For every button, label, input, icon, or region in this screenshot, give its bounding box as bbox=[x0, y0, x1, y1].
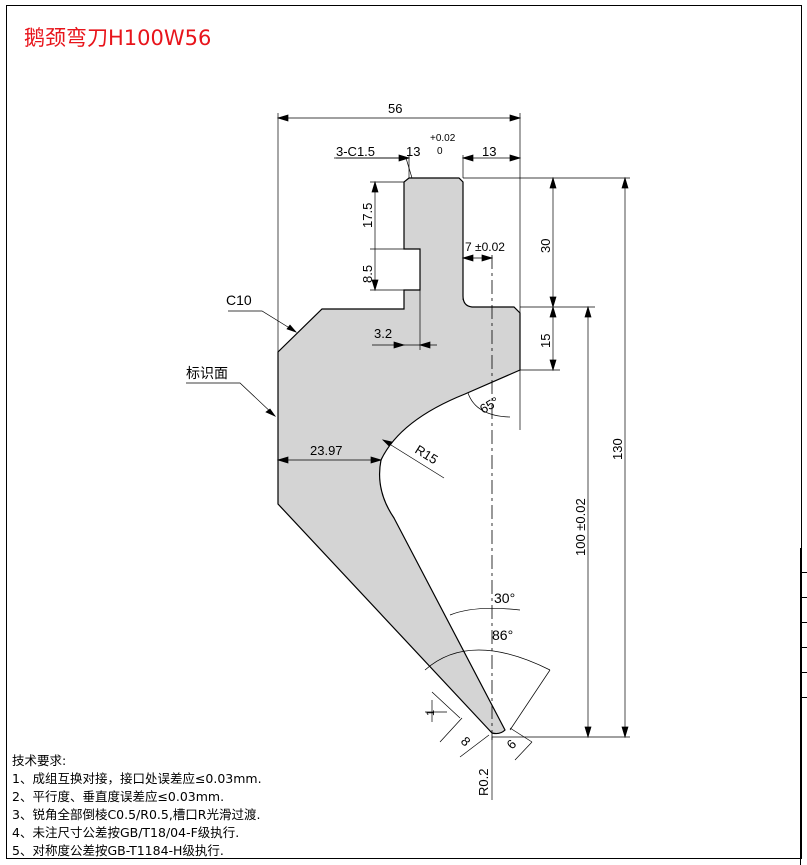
dim-3-2: 3.2 bbox=[374, 326, 392, 341]
drawing-frame bbox=[6, 5, 802, 859]
note-item: 4、未注尺寸公差按GB/T18/04-F级执行. bbox=[12, 825, 240, 840]
label-marking-face: 标识面 bbox=[186, 365, 228, 381]
dim-r0-2: R0.2 bbox=[476, 769, 491, 796]
dim-c10: C10 bbox=[226, 292, 252, 308]
dim-30: 30 bbox=[538, 239, 553, 253]
dim-tol-plus: +0.02 bbox=[430, 133, 456, 144]
dim-top-13-right: 13 bbox=[482, 144, 496, 159]
dim-1: 1 bbox=[425, 710, 437, 716]
dim-8-5: 8.5 bbox=[360, 265, 375, 283]
dim-angle-65: 65° bbox=[477, 394, 502, 417]
dim-130: 130 bbox=[610, 438, 625, 460]
dim-angle-30: 30° bbox=[494, 590, 515, 606]
dim-chamfer-3c: 3-C1.5 bbox=[336, 144, 375, 159]
dim-100: 100 ±0.02 bbox=[573, 498, 588, 556]
technical-requirements: 技术要求: 1、成组互换对接，接口处误差应≤0.03mm. 2、平行度、垂直度误… bbox=[12, 752, 262, 860]
dim-7: 7 ±0.02 bbox=[465, 240, 505, 254]
dim-23-97: 23.97 bbox=[310, 443, 343, 458]
note-item: 2、平行度、垂直度误差应≤0.03mm. bbox=[12, 789, 225, 804]
notes-heading: 技术要求: bbox=[12, 753, 67, 768]
dim-15: 15 bbox=[538, 334, 553, 348]
dim-width-56: 56 bbox=[388, 101, 402, 116]
dim-6: 6 bbox=[504, 736, 520, 752]
dim-17-5: 17.5 bbox=[360, 203, 375, 228]
note-item: 3、锐角全部倒棱C0.5/R0.5,槽口R光滑过渡. bbox=[12, 807, 261, 822]
title-block-edge bbox=[800, 548, 807, 865]
dim-top-13-left: 13 bbox=[406, 144, 420, 159]
dim-8: 8 bbox=[458, 734, 474, 750]
dim-r15: R15 bbox=[412, 442, 440, 467]
angle-arcs bbox=[424, 392, 551, 800]
dim-angle-86: 86° bbox=[492, 627, 513, 643]
dimension-lines bbox=[186, 114, 629, 739]
note-item: 5、对称度公差按GB-T1184-H级执行. bbox=[12, 843, 224, 858]
drawing-title: 鹅颈弯刀H100W56 bbox=[24, 26, 212, 50]
note-item: 1、成组互换对接，接口处误差应≤0.03mm. bbox=[12, 771, 262, 786]
dim-tol-zero: 0 bbox=[437, 146, 443, 157]
